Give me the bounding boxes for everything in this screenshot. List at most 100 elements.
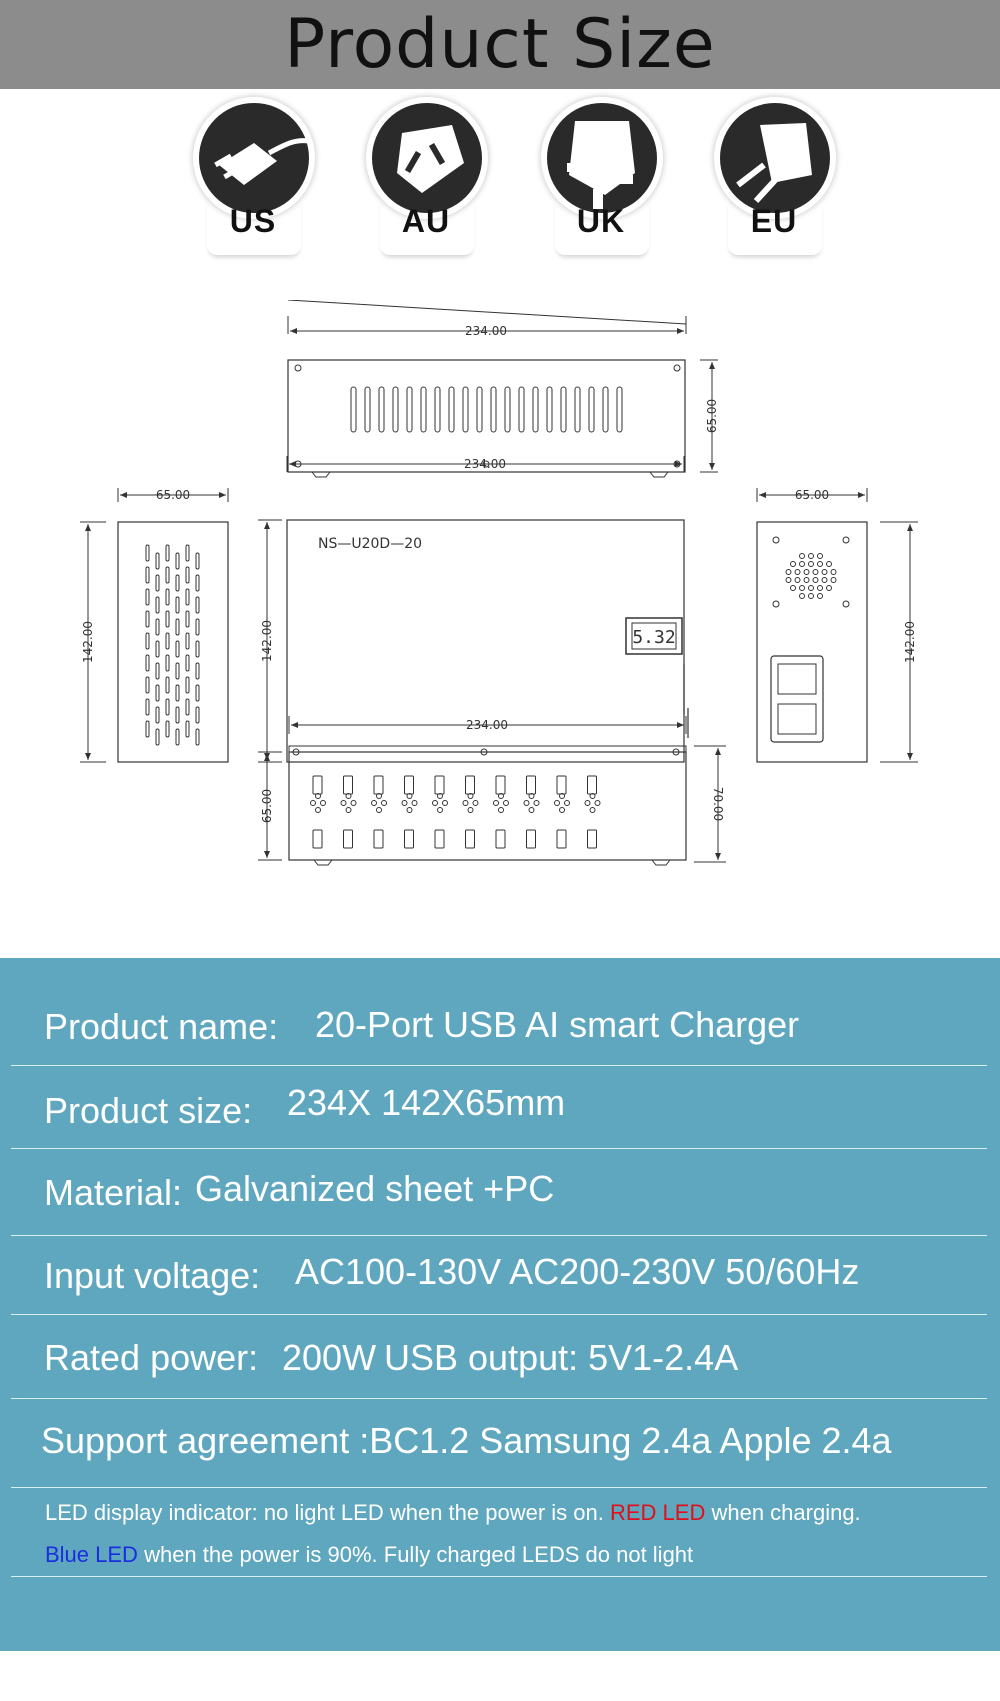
vent-slot (155, 552, 160, 570)
divider (11, 1235, 987, 1236)
vent-hole (808, 585, 814, 591)
back-view (756, 488, 918, 763)
vent-slot (165, 720, 170, 738)
vent-slot (175, 574, 180, 592)
page-title: Product Size (284, 5, 716, 84)
vent-slot (145, 632, 150, 650)
plug-eu: EU (708, 95, 840, 255)
usb-port (343, 829, 353, 849)
led-hole (493, 800, 499, 806)
led-hole (437, 807, 443, 813)
material-value: Galvanized sheet +PC (195, 1168, 555, 1209)
usb-output: USB output: 5V1-2.4A (384, 1337, 739, 1378)
vent-slot (476, 386, 483, 433)
usb-port (526, 829, 536, 849)
divider (11, 1487, 987, 1488)
vent-slot (392, 386, 399, 433)
product-name-label: Product name: (44, 1006, 279, 1047)
vent-slot (185, 698, 190, 716)
vent-hole (826, 561, 832, 567)
led-hole (406, 793, 413, 799)
divider (11, 1065, 987, 1066)
vent-hole (830, 569, 837, 575)
vent-slot (185, 588, 190, 606)
vent-slot (195, 640, 200, 658)
vent-slot (560, 386, 567, 433)
usb-port (465, 775, 475, 795)
vent-hole (817, 585, 823, 591)
led-hole (503, 800, 509, 806)
top-view (287, 300, 718, 478)
led-hole (376, 807, 382, 813)
front-width-label: 234.00 (464, 457, 506, 471)
rated-power-label: Rated power: (44, 1337, 259, 1378)
vent-slot (145, 610, 150, 628)
vent-hole (821, 569, 828, 575)
vent-hole (817, 561, 823, 567)
vent-slot (155, 684, 160, 702)
led-hole (371, 800, 377, 806)
title-bar (0, 0, 1000, 89)
usb-port (556, 829, 567, 849)
vent-hole (812, 577, 819, 583)
led-hole (381, 800, 387, 806)
au-plug-icon (397, 125, 464, 193)
product-size-value: 234X 142X65mm (287, 1082, 566, 1123)
vent-slot (155, 618, 160, 636)
vent-slot (462, 386, 469, 433)
led-hole (350, 800, 357, 806)
led-indicator-line-2: Blue LED when the power is 90%. Fully ch… (45, 1542, 694, 1567)
vent-hole (790, 561, 796, 567)
led-hole (437, 793, 443, 799)
led-hole (345, 793, 352, 799)
led-hole (528, 793, 535, 799)
vent-slot (532, 386, 539, 433)
uk-plug-icon (567, 121, 635, 209)
vent-slot (504, 386, 511, 433)
bottom-view (258, 716, 726, 866)
led-hole (310, 800, 316, 806)
vent-hole (812, 569, 819, 575)
vent-hole (803, 577, 810, 583)
vent-slot (195, 706, 200, 724)
vent-slot (195, 728, 200, 746)
vent-hole (803, 569, 810, 575)
usb-port (404, 775, 414, 795)
bottom-total-height-label: 70.00 (711, 787, 725, 821)
us-plug-icon (214, 138, 309, 185)
vent-hole (799, 561, 805, 567)
plug-label-us: US (229, 203, 277, 239)
usb-port (404, 829, 414, 849)
vent-slot (420, 386, 427, 433)
led-hole (554, 800, 560, 806)
vent-slot (155, 574, 160, 592)
input-voltage-label: Input voltage: (44, 1255, 261, 1296)
vent-slot (378, 386, 385, 433)
led-hole (315, 793, 321, 799)
vent-hole (817, 553, 823, 559)
vent-slot (185, 544, 190, 562)
product-size-label: Product size: (44, 1090, 253, 1131)
usb-port (373, 775, 384, 795)
led-hole (462, 800, 469, 806)
vent-hole (799, 585, 805, 591)
side-height-label: 142.00 (81, 621, 95, 663)
vent-slot (195, 574, 200, 592)
back-height-label: 142.00 (903, 621, 917, 663)
vent-slot (185, 654, 190, 672)
led-hole (376, 793, 382, 799)
vent-hole (799, 553, 805, 559)
vent-hole (830, 577, 837, 583)
vent-slot (175, 728, 180, 746)
vent-slot (434, 386, 441, 433)
vent-slot (195, 618, 200, 636)
plug-uk: UK (535, 95, 667, 255)
usb-port (526, 775, 536, 795)
vent-slot (175, 706, 180, 724)
led-hole (315, 807, 321, 813)
vent-hole (821, 577, 828, 583)
vent-slot (165, 654, 170, 672)
vent-slot (185, 610, 190, 628)
vent-slot (364, 386, 371, 433)
led-hole (584, 800, 591, 806)
